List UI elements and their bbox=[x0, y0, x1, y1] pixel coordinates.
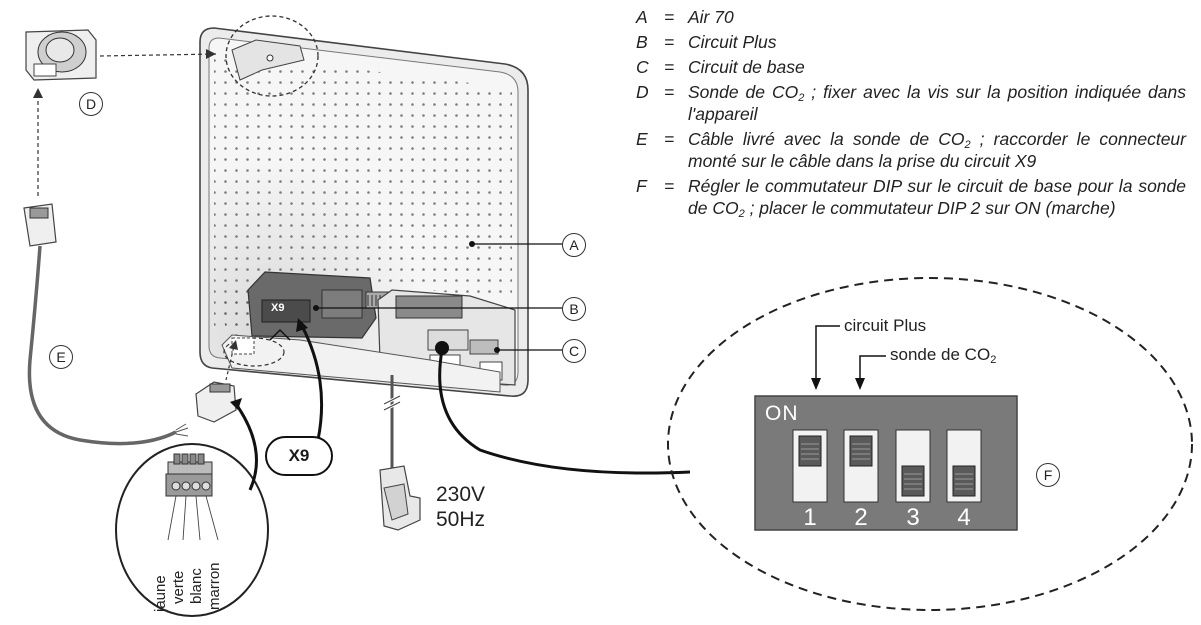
dip-number-1: 1 bbox=[803, 504, 817, 531]
legend-sub: 2 bbox=[798, 92, 805, 104]
dip-label-sonde: sonde de CO2 bbox=[890, 345, 997, 366]
legend-row-a: A = Air 70 bbox=[636, 6, 1186, 28]
legend-key: A bbox=[636, 7, 648, 27]
wire-label-marron: marron bbox=[206, 562, 223, 610]
legend-text: Circuit de base bbox=[688, 57, 805, 77]
legend-eq: = bbox=[664, 32, 675, 52]
legend-row-c: C = Circuit de base bbox=[636, 56, 1186, 78]
sensor-cable bbox=[27, 245, 177, 446]
legend-text-pre: Régler le commutateur DIP sur le circuit… bbox=[688, 176, 1186, 218]
callout-b: B bbox=[562, 297, 586, 321]
legend-key: B bbox=[636, 32, 648, 52]
power-voltage: 230V bbox=[436, 483, 486, 506]
wire-detail-circle bbox=[115, 443, 269, 617]
legend-row-e: E = Câble livré avec la sonde de CO2 ; r… bbox=[636, 128, 1186, 172]
legend-key: D bbox=[636, 82, 649, 102]
legend-text: Câble livré avec la sonde de CO2 ; racco… bbox=[688, 128, 1186, 172]
dip-detail-ellipse bbox=[667, 277, 1193, 611]
legend-text-post: ; fixer avec la vis sur la position indi… bbox=[688, 82, 1186, 124]
legend-text: Régler le commutateur DIP sur le circuit… bbox=[688, 175, 1186, 220]
dip-label-circuit-plus: circuit Plus bbox=[844, 316, 927, 335]
legend-eq: = bbox=[664, 176, 675, 196]
legend-sub: 2 bbox=[964, 139, 971, 151]
sensor-position-ellipse bbox=[225, 15, 319, 97]
legend-text: Sonde de CO2 ; fixer avec la vis sur la … bbox=[688, 81, 1186, 125]
legend-row-f: F = Régler le commutateur DIP sur le cir… bbox=[636, 175, 1186, 220]
dip-switch-1-slider bbox=[798, 435, 822, 467]
dip-label-sonde-text: sonde de CO bbox=[890, 345, 991, 364]
legend-row-b: B = Circuit Plus bbox=[636, 31, 1186, 53]
callout-f: F bbox=[1036, 463, 1060, 487]
callout-c: C bbox=[562, 339, 586, 363]
cable-connector-bottom bbox=[195, 381, 237, 423]
legend-key: E bbox=[636, 129, 648, 149]
terminal-block bbox=[165, 453, 213, 497]
dip-switch-2-slider bbox=[849, 435, 873, 467]
dip-number-2: 2 bbox=[854, 504, 868, 531]
callout-e: E bbox=[49, 345, 73, 369]
cable-connector-top bbox=[23, 203, 57, 247]
dip-switch-4-slider bbox=[952, 465, 976, 497]
power-frequency: 50Hz bbox=[436, 508, 486, 531]
legend-eq: = bbox=[664, 7, 675, 27]
dip-label-sonde-sub: 2 bbox=[990, 354, 997, 366]
power-plug bbox=[379, 465, 421, 531]
dip-switch-3-slider bbox=[901, 465, 925, 497]
wire-label-blanc: blanc bbox=[188, 568, 205, 604]
circuit-plus-board bbox=[247, 271, 397, 339]
legend-text-post: ; placer le commutateur DIP 2 sur ON (ma… bbox=[744, 198, 1116, 218]
legend: A = Air 70 B = Circuit Plus C = Circuit … bbox=[636, 6, 1186, 222]
legend-sub: 2 bbox=[738, 208, 745, 220]
legend-text: Circuit Plus bbox=[688, 32, 777, 52]
power-rating: 230V 50Hz bbox=[436, 482, 485, 532]
legend-eq: = bbox=[664, 57, 675, 77]
dip-number-3: 3 bbox=[906, 504, 920, 531]
legend-eq: = bbox=[664, 129, 675, 149]
callout-a: A bbox=[562, 233, 586, 257]
legend-row-d: D = Sonde de CO2 ; fixer avec la vis sur… bbox=[636, 81, 1186, 125]
x9-connector-label: X9 bbox=[265, 436, 333, 476]
legend-eq: = bbox=[664, 82, 675, 102]
legend-text-pre: Sonde de CO bbox=[688, 82, 799, 102]
legend-text: Air 70 bbox=[688, 7, 734, 27]
x9-board-label: X9 bbox=[271, 302, 285, 314]
wire-label-jaune: jaune bbox=[152, 575, 169, 612]
legend-text-post: ; raccorder le connecteur monté sur le c… bbox=[688, 129, 1186, 171]
legend-key: F bbox=[636, 176, 647, 196]
dip-on-label: ON bbox=[765, 402, 799, 425]
wire-label-verte: verte bbox=[170, 570, 187, 604]
co2-sensor bbox=[25, 29, 97, 81]
dip-number-4: 4 bbox=[957, 504, 971, 531]
callout-d: D bbox=[79, 92, 103, 116]
legend-text-pre: Câble livré avec la sonde de CO bbox=[688, 129, 965, 149]
legend-key: C bbox=[636, 57, 649, 77]
